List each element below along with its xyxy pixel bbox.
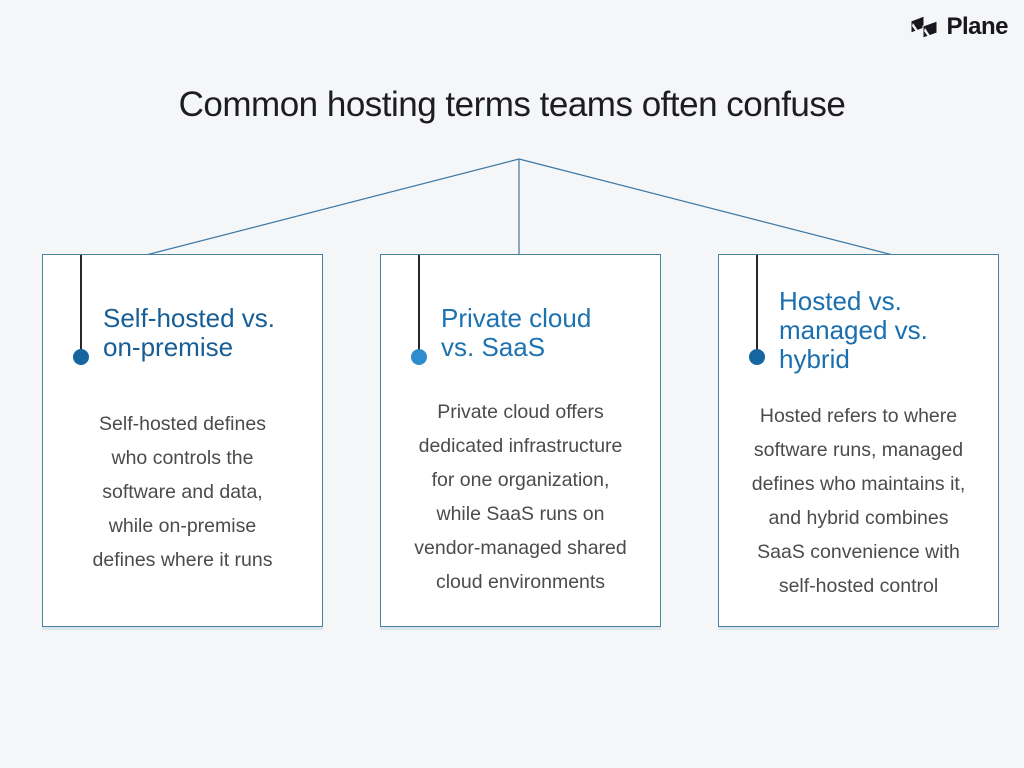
card-hosted-vs-managed-vs-hybrid: Hosted vs. managed vs. hybrid Hosted ref… xyxy=(718,254,999,627)
stem-line xyxy=(80,255,82,351)
card-body: Private cloud offers dedicated infrastru… xyxy=(414,401,627,593)
stem-line xyxy=(756,255,758,351)
card-private-cloud-vs-saas: Private cloud vs. SaaS Private cloud off… xyxy=(380,254,661,627)
card-title: Self-hosted vs. on-premise xyxy=(103,303,275,362)
stem-line xyxy=(418,255,420,351)
bullet-dot xyxy=(73,349,89,365)
bullet-dot xyxy=(749,349,765,365)
card-title: Private cloud vs. SaaS xyxy=(441,303,592,362)
plane-logo: Plane xyxy=(910,13,1008,41)
card-body: Hosted refers to where software runs, ma… xyxy=(751,405,966,597)
connector-line-right xyxy=(518,158,894,256)
page-title: Common hosting terms teams often confuse xyxy=(178,85,846,124)
connector-line-left xyxy=(145,158,520,256)
plane-logo-icon xyxy=(910,14,938,39)
plane-wordmark: Plane xyxy=(946,13,1008,40)
bullet-dot xyxy=(411,349,427,365)
card-body: Self-hosted defines who controls the sof… xyxy=(92,413,273,571)
card-self-hosted-vs-on-premise: Self-hosted vs. on-premise Self-hosted d… xyxy=(42,254,323,627)
card-title: Hosted vs. managed vs. hybrid xyxy=(779,286,928,374)
